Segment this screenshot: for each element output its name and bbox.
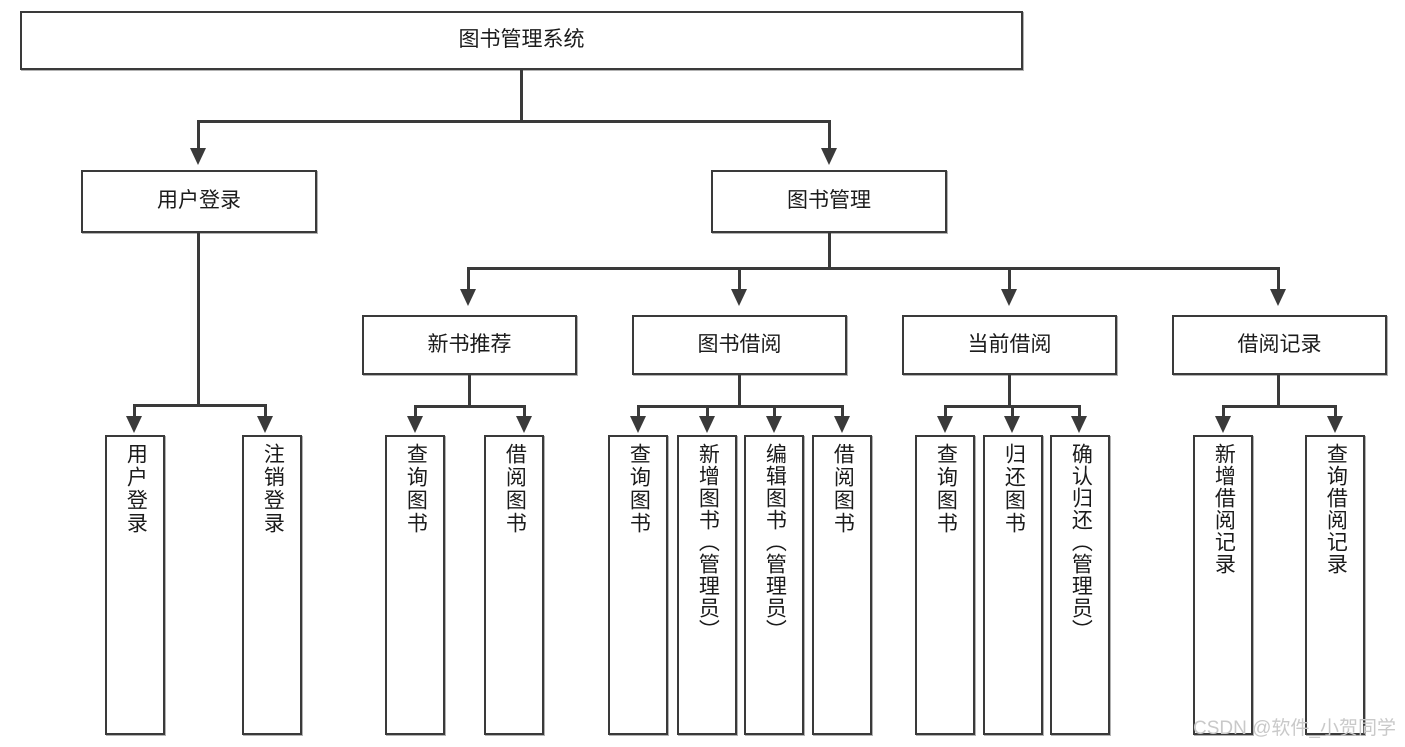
connector-bb-bus [637,405,844,408]
connector-br-drop-1 [1222,405,1225,418]
connector-user-login-stem [197,233,200,406]
csdn-watermark: CSDN @软件_小贺同学 [1193,713,1396,740]
node-root-book-management-system[interactable]: 图书管理系统 [20,11,1023,70]
arrowhead-leaf-cb-query-book [937,416,953,433]
arrowhead-leaf-cb-return-book [1004,416,1020,433]
leaf-label: 用户登录 [124,443,148,535]
watermark-text: CSDN @软件_小贺同学 [1193,718,1396,739]
node-user-login[interactable]: 用户登录 [81,170,317,233]
leaf-label: 新增借阅记录 [1212,443,1236,575]
leaf-label: 确认归还（管理员） [1069,443,1093,641]
leaf-br-query-borrow-record[interactable]: 查询借阅记录 [1305,435,1365,735]
arrowhead-leaf-bb-edit-book [766,416,782,433]
connector-br-stem [1277,375,1280,407]
leaf-bb-borrow-book[interactable]: 借阅图书 [812,435,872,735]
leaf-nbr-borrow-book[interactable]: 借阅图书 [484,435,544,735]
arrowhead-leaf-bb-borrow-book [834,416,850,433]
leaf-logout[interactable]: 注销登录 [242,435,302,735]
node-borrow-record[interactable]: 借阅记录 [1172,315,1387,375]
connector-root-to-user-login [197,120,200,150]
leaf-label: 注销登录 [261,443,285,535]
node-book-management[interactable]: 图书管理 [711,170,947,233]
connector-bm-drop-1 [467,267,470,291]
leaf-bb-query-book[interactable]: 查询图书 [608,435,668,735]
connector-br-drop-2 [1334,405,1337,418]
arrowhead-leaf-nbr-query-book [407,416,423,433]
node-label: 当前借阅 [967,332,1052,356]
connector-bm-drop-3 [1008,267,1011,291]
arrowhead-book-borrow [731,289,747,306]
connector-root-to-book-management [828,120,831,150]
connector-cb-drop-2 [1011,405,1014,418]
node-label: 图书管理系统 [458,28,585,52]
connector-book-management-bus [467,267,1280,270]
arrowhead-leaf-logout [257,416,273,433]
leaf-label: 借阅图书 [503,443,527,535]
leaf-label: 新增图书（管理员） [696,443,720,641]
arrowhead-leaf-user-login [126,416,142,433]
node-new-book-recommend[interactable]: 新书推荐 [362,315,577,375]
connector-cb-drop-3 [1078,405,1081,418]
connector-bm-drop-2 [738,267,741,291]
arrowhead-borrow-record [1270,289,1286,306]
connector-bm-drop-4 [1277,267,1280,291]
connector-root-bus [197,120,831,123]
node-book-borrow[interactable]: 图书借阅 [632,315,847,375]
leaf-label: 查询图书 [404,443,428,535]
leaf-label: 借阅图书 [831,443,855,535]
arrowhead-leaf-bb-query-book [630,416,646,433]
leaf-label: 查询借阅记录 [1324,443,1348,575]
connector-nbr-drop-2 [523,405,526,418]
leaf-nbr-query-book[interactable]: 查询图书 [385,435,445,735]
arrowhead-current-borrow [1001,289,1017,306]
arrowhead-leaf-br-add-record [1215,416,1231,433]
connector-book-management-stem [828,233,831,269]
arrowhead-user-login [190,148,206,165]
leaf-label: 编辑图书（管理员） [763,443,787,641]
arrowhead-leaf-br-query-record [1327,416,1343,433]
connector-user-login-drop-1 [133,404,136,418]
node-label: 新书推荐 [427,332,512,356]
node-current-borrow[interactable]: 当前借阅 [902,315,1117,375]
leaf-label: 查询图书 [627,443,651,535]
connector-user-login-drop-2 [264,404,267,418]
connector-bb-drop-4 [841,405,844,418]
node-label: 图书借阅 [697,332,782,356]
leaf-bb-add-book-admin[interactable]: 新增图书（管理员） [677,435,737,735]
connector-root-stem [520,70,523,122]
arrowhead-leaf-cb-confirm-return [1071,416,1087,433]
leaf-bb-edit-book-admin[interactable]: 编辑图书（管理员） [744,435,804,735]
leaf-cb-confirm-return-admin[interactable]: 确认归还（管理员） [1050,435,1110,735]
connector-bb-drop-2 [706,405,709,418]
connector-br-bus [1222,405,1337,408]
leaf-label: 查询图书 [934,443,958,535]
connector-bb-drop-1 [637,405,640,418]
leaf-br-add-borrow-record[interactable]: 新增借阅记录 [1193,435,1253,735]
node-label: 用户登录 [157,189,241,213]
node-label: 图书管理 [787,189,871,213]
leaf-label: 归还图书 [1002,443,1026,535]
leaf-user-login[interactable]: 用户登录 [105,435,165,735]
connector-nbr-drop-1 [414,405,417,418]
node-label: 借阅记录 [1237,332,1322,356]
arrowhead-new-book-recommend [460,289,476,306]
arrowhead-leaf-bb-add-book [699,416,715,433]
connector-cb-drop-1 [944,405,947,418]
connector-user-login-bus [133,404,267,407]
leaf-cb-return-book[interactable]: 归还图书 [983,435,1043,735]
connector-nbr-bus [414,405,526,408]
leaf-cb-query-book[interactable]: 查询图书 [915,435,975,735]
arrowhead-leaf-nbr-borrow-book [516,416,532,433]
connector-nbr-stem [468,375,471,407]
connector-bb-drop-3 [773,405,776,418]
arrowhead-book-management [821,148,837,165]
connector-cb-stem [1008,375,1011,407]
connector-bb-stem [738,375,741,407]
